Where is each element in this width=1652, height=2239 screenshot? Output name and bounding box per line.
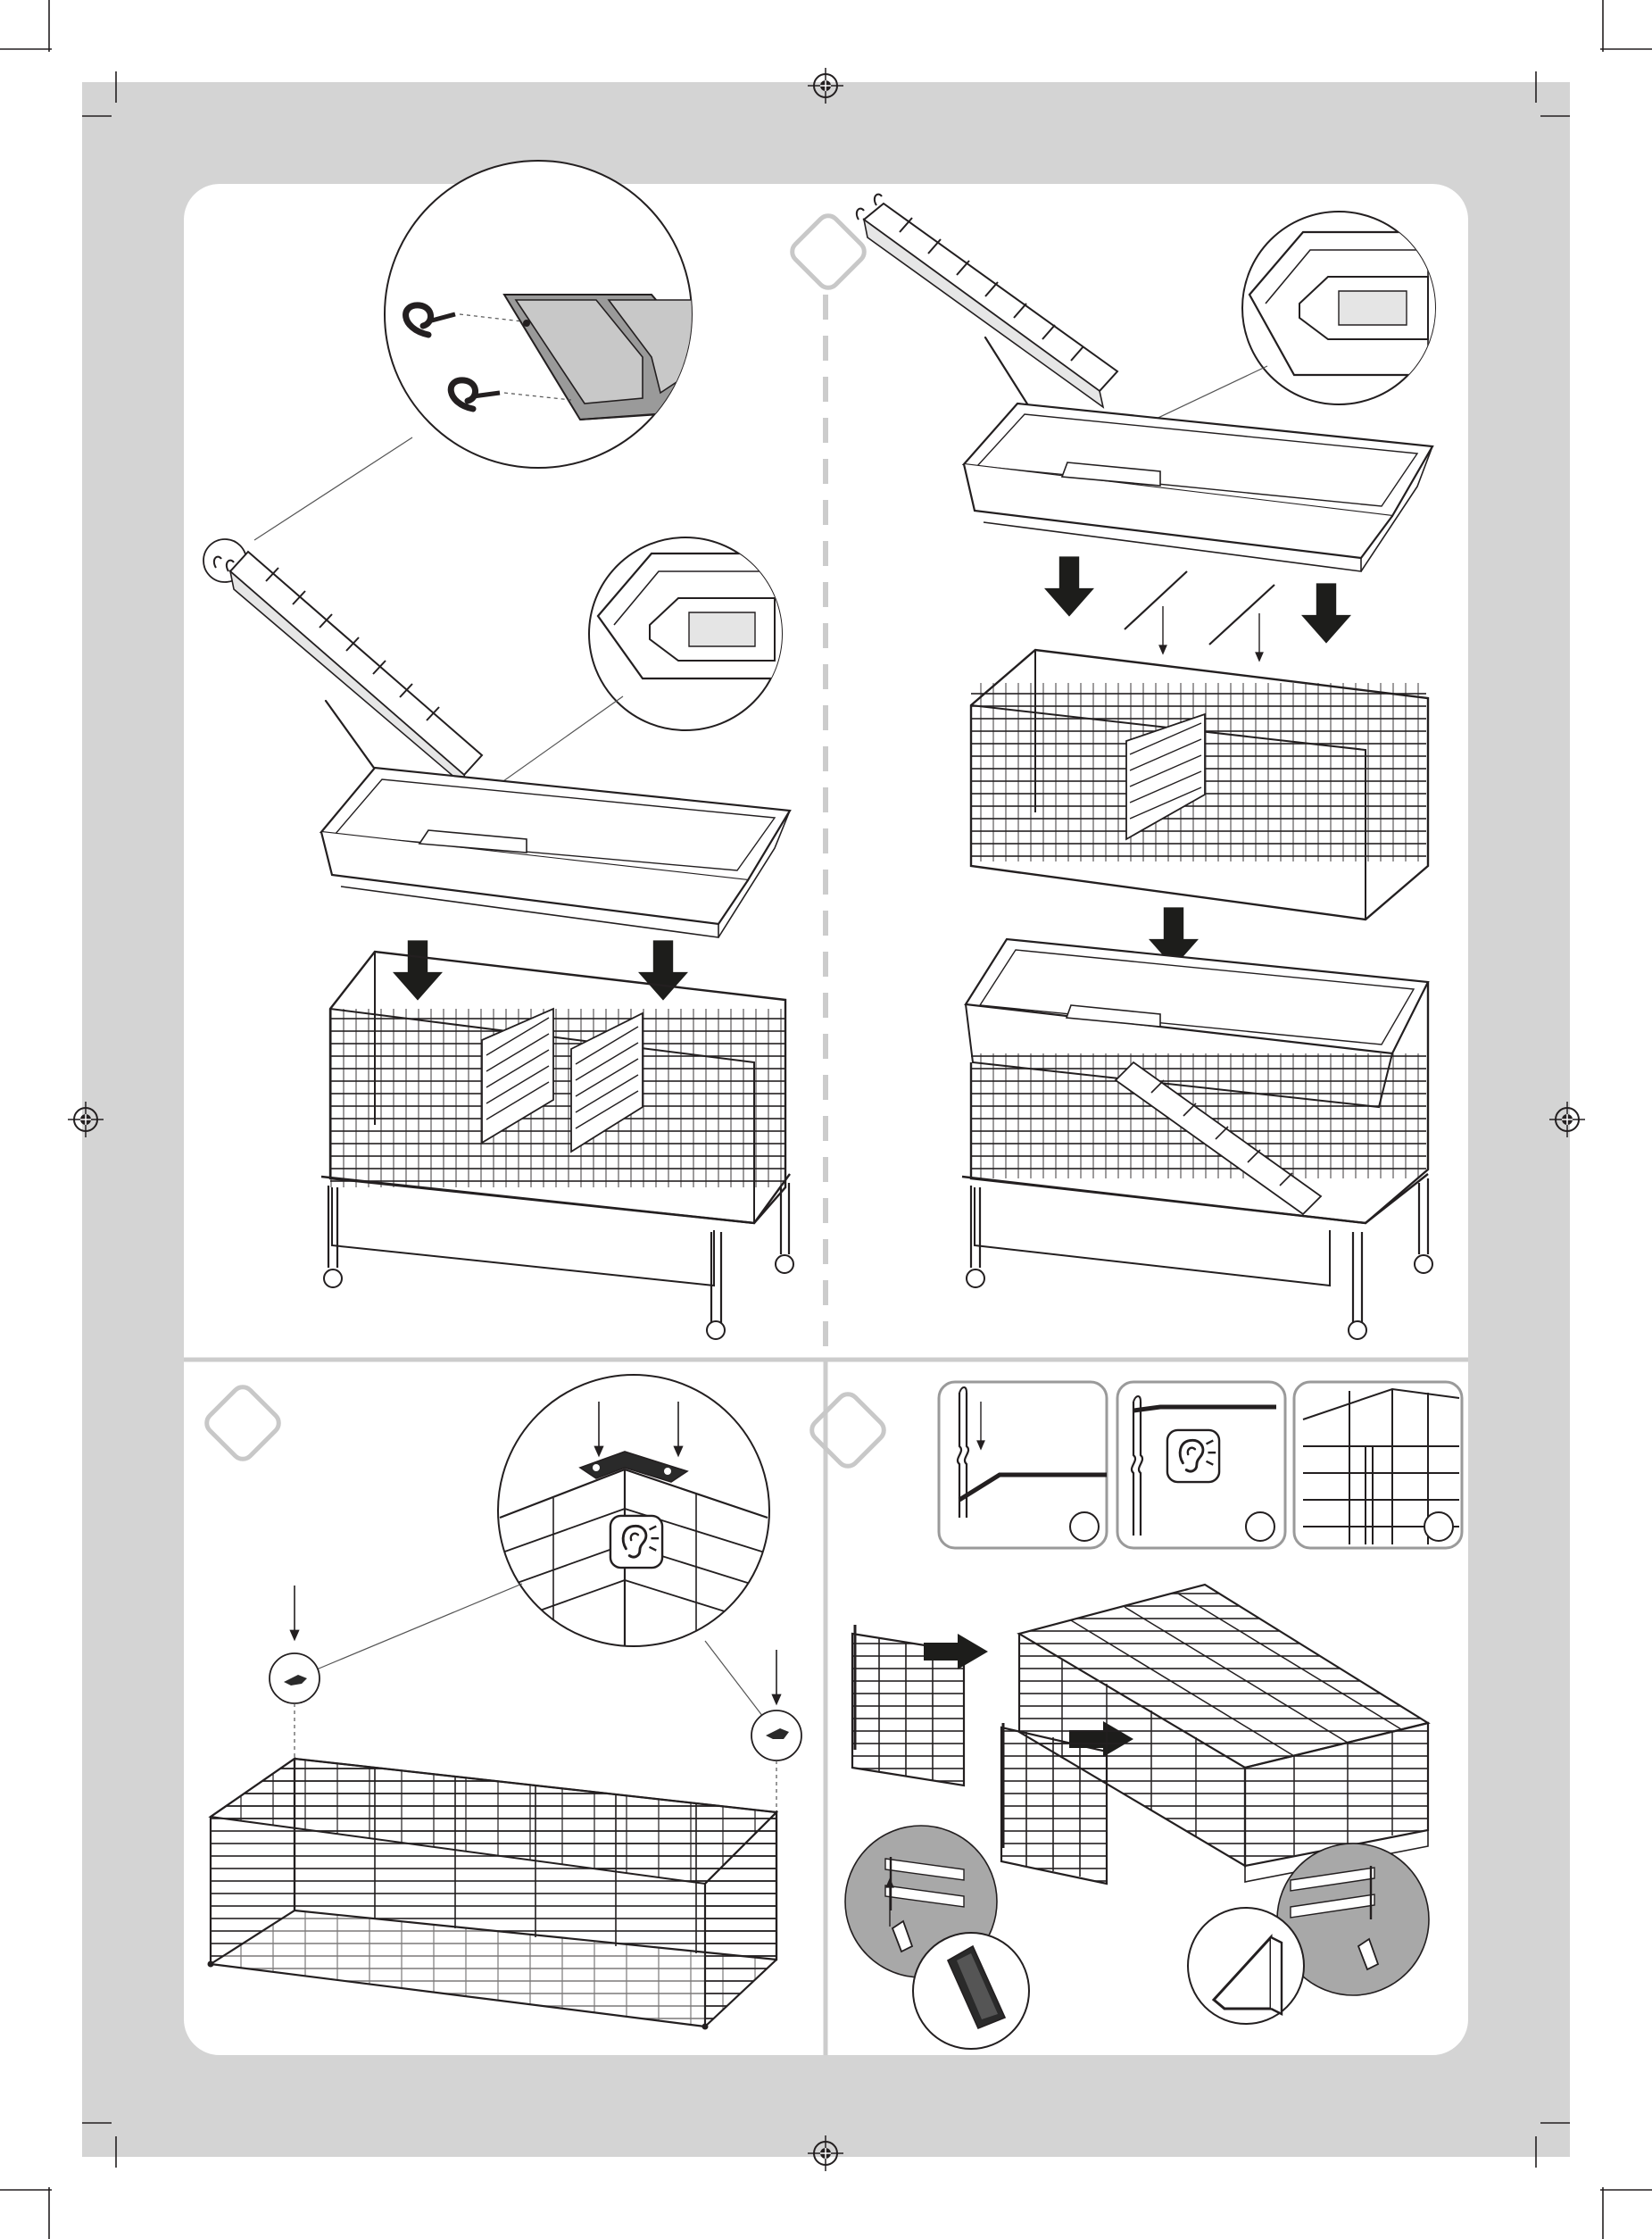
detail-box-a [939,1382,1107,1548]
latch-icon [913,1933,1029,2049]
detail-box-b [1117,1382,1285,1548]
ear-click-icon [1167,1430,1219,1482]
latch-icon-2 [1188,1908,1304,2024]
ear-click-icon [610,1516,662,1568]
detail-box-c [1294,1382,1462,1548]
